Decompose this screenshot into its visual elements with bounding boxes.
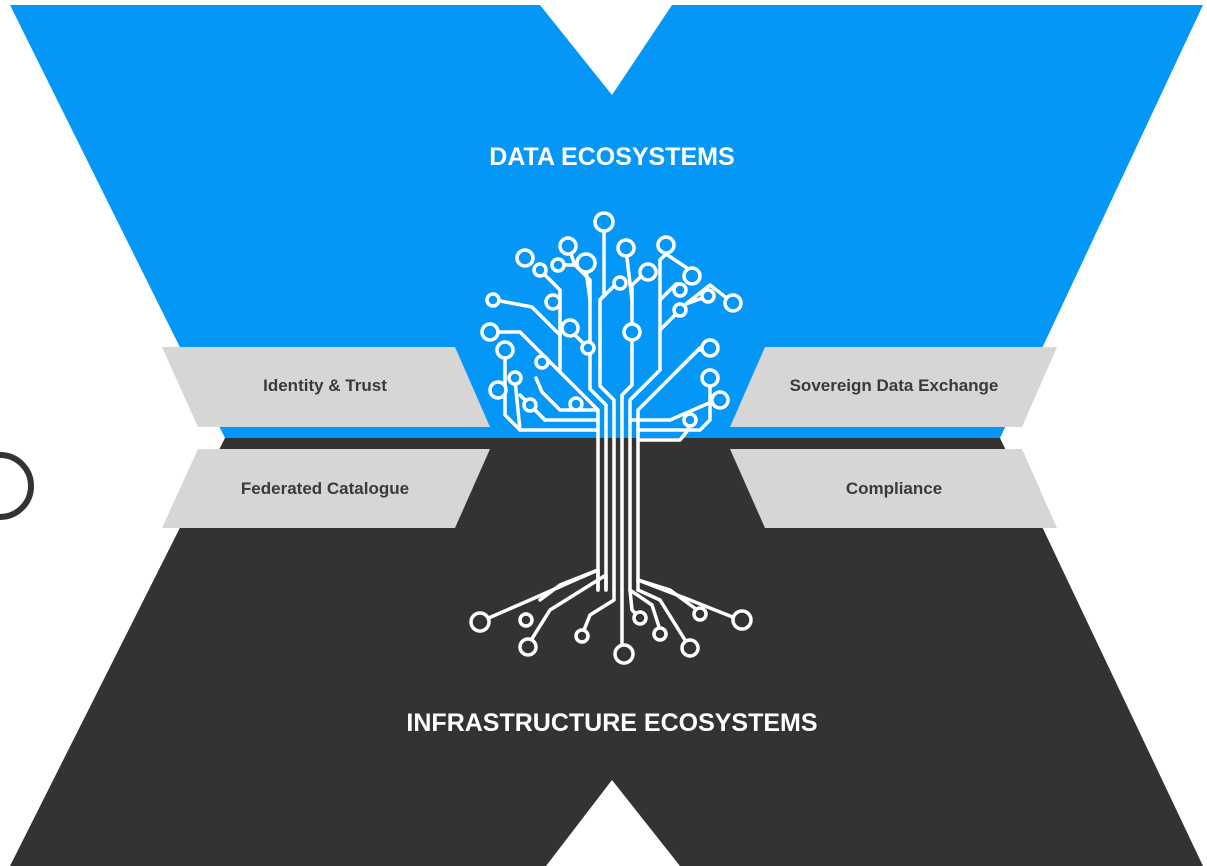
infrastructure-ecosystems-title: INFRASTRUCTURE ECOSYSTEMS [406, 709, 817, 737]
infrastructure-ecosystems-area [10, 438, 1203, 866]
circuit-tree-root-nodes [469, 606, 753, 665]
pillar-label-compliance: Compliance [846, 479, 942, 498]
data-ecosystems-title: DATA ECOSYSTEMS [489, 143, 734, 171]
pillar-compliance: Compliance [730, 449, 1057, 528]
pillar-sovereign-data-exchange: Sovereign Data Exchange [730, 347, 1057, 427]
pillar-label-identity-trust: Identity & Trust [263, 376, 387, 395]
pillar-label-federated-catalogue: Federated Catalogue [241, 479, 409, 498]
pillar-identity-trust: Identity & Trust [162, 347, 490, 427]
circuit-tree-nodes [480, 211, 743, 428]
edge-circle-fragment [0, 452, 34, 520]
pillar-federated-catalogue: Federated Catalogue [162, 449, 490, 528]
pillar-label-sovereign-data-exchange: Sovereign Data Exchange [790, 376, 999, 395]
